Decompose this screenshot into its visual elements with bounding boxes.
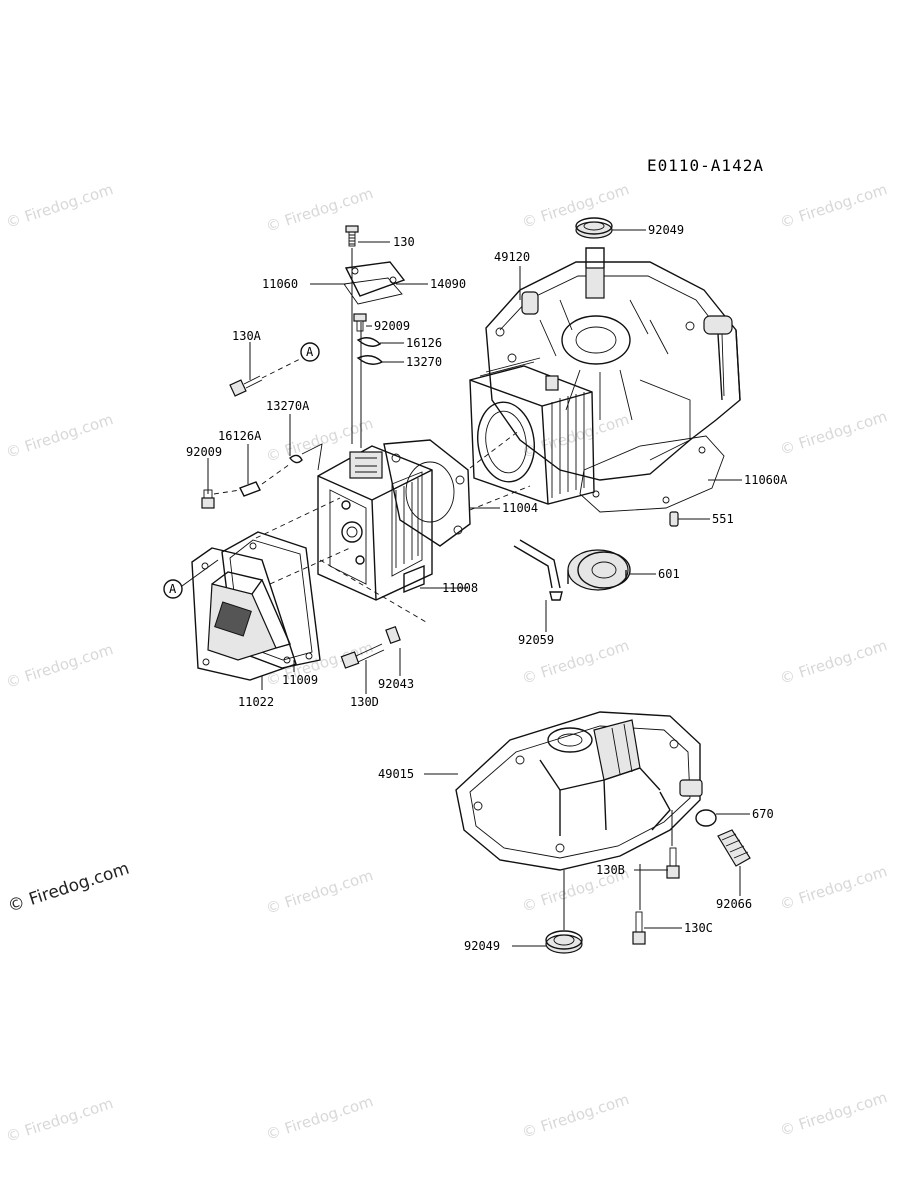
head-gasket-icon [383,439,471,547]
watermark: © Firedog.com [778,180,890,232]
watermark: © Firedog.com [520,1090,632,1142]
bolt-130D-icon [340,643,385,669]
stopper-13270A-icon [289,454,303,464]
valve-cover [191,547,297,681]
crankcase-cover [455,711,703,871]
reference-marker-a: A [163,579,183,599]
breather-gasket-icon [343,277,403,305]
part-label: 92009 [186,445,222,459]
breather-cover-icon [344,261,406,297]
part-label: 130 [393,235,415,249]
part-label: 601 [658,567,680,581]
watermark: © Firedog.com [264,866,376,918]
reference-marker-a-text: A [306,345,314,359]
part-label: 130B [596,863,625,877]
watermark: © Firedog.com [4,1094,116,1146]
watermark: © Firedog.com [778,1088,890,1140]
part-label: 551 [712,512,734,526]
part-label: 130D [350,695,379,709]
reed-stopper-icon [356,355,384,365]
watermark-prominent: © Firedog.com [5,859,131,917]
watermark-layer: © Firedog.com © Firedog.com © Firedog.co… [4,180,890,1146]
bolt-130A-icon [229,375,263,397]
part-label: 92009 [374,319,410,333]
part-label: 11060A [744,473,788,487]
reference-marker-a-text: A [169,582,177,596]
part-label: 16126A [218,429,262,443]
breather-assembly [343,225,406,448]
bolt-130-icon [345,225,359,247]
watermark: © Firedog.com [778,407,890,459]
watermark: © Firedog.com [520,180,632,232]
oil-seal-bottom-icon [545,930,583,954]
part-label: 13270 [406,355,442,369]
reed-16126A-icon [239,481,261,497]
part-label: 130A [232,329,262,343]
part-label: 670 [752,807,774,821]
part-label: 11004 [502,501,538,515]
watermark: © Firedog.com [264,638,376,690]
part-label: 92066 [716,897,752,911]
watermark: © Firedog.com [520,410,632,462]
oil-drain-plug-icon [717,829,751,867]
part-label: 92049 [648,223,684,237]
part-label: 92059 [518,633,554,647]
watermark: © Firedog.com [4,640,116,692]
plug-92043-icon [385,625,401,645]
dowel-551-icon [669,511,679,527]
part-label: 11022 [238,695,274,709]
watermark: © Firedog.com [4,410,116,462]
crankcase [485,247,741,481]
o-ring-670-icon [695,809,717,827]
bearing-601-icon [567,549,631,591]
part-label: 14090 [430,277,466,291]
part-label: 11009 [282,673,318,687]
part-label: 130C [684,921,713,935]
reed-valve-icon [356,337,382,347]
part-label: 11060 [262,277,298,291]
bolt-130C-icon [632,911,646,945]
part-label: 49120 [494,250,530,264]
diagram-code: E0110-A142A [647,156,764,175]
watermark: © Firedog.com [4,180,116,232]
leader-lines [207,229,750,947]
bolt-130B-icon [666,847,680,879]
watermark: © Firedog.com [778,862,890,914]
part-label: 16126 [406,336,442,350]
part-label: 11008 [442,581,478,595]
oil-seal-top-icon [575,217,613,239]
base-gasket-icon [579,435,725,513]
watermark: © Firedog.com [778,636,890,688]
part-label: 92043 [378,677,414,691]
bolt-92009-icon [353,313,367,332]
breather-tube-icon [513,539,561,589]
cylinder-head [317,445,433,601]
part-labels: 130 11060 14090 92009 16126 13270 130A 1… [186,223,788,953]
part-label: 13270A [266,399,310,413]
cylinder-barrel [469,357,595,505]
watermark: © Firedog.com [264,1092,376,1144]
reference-marker-a: A [300,342,320,362]
part-label: 49015 [378,767,414,781]
part-label: 92049 [464,939,500,953]
